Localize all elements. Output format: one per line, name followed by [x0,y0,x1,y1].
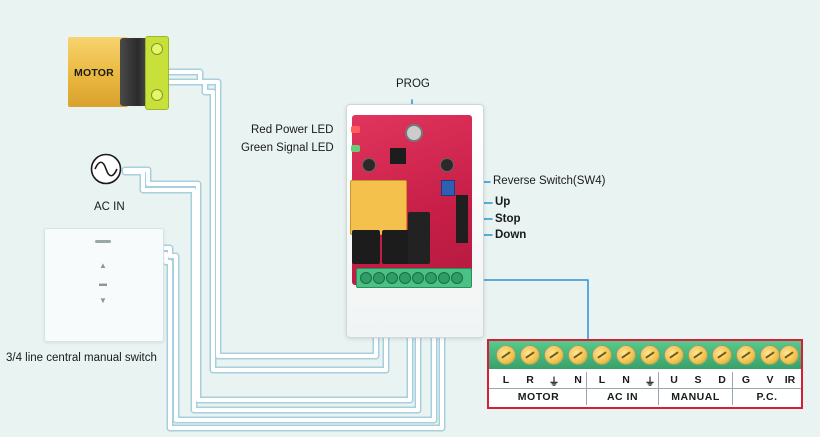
terminal-screw [712,345,732,365]
ground-pin-label: ⏚ [548,376,560,388]
pin-label: IR [784,374,796,386]
terminal-screw-base [489,341,801,369]
reverse-switch-label: Reverse Switch(SW4) [493,175,606,187]
ac-source-icon [90,153,122,185]
terminal-screw [779,345,799,365]
controller-chip [390,148,406,164]
ac-in-label: AC IN [94,201,125,213]
ac-in-group-label: AC IN [606,391,639,403]
motor-group-label: MOTOR [517,391,560,403]
switch-indicator [95,240,111,243]
relay [382,230,410,264]
prog-label: PROG [396,78,430,90]
motor-body [68,37,128,107]
stop-label: Stop [495,213,521,225]
motor-gear [145,36,169,110]
terminal-screw [760,345,780,365]
terminal-screw [568,345,588,365]
green-signal-led-label: Green Signal LED [241,142,334,154]
red-power-led [351,126,360,133]
capacitor [440,158,454,172]
pin-label: G [741,374,751,386]
capacitor [362,158,376,172]
reverse-switch [441,180,455,196]
red-power-led-label: Red Power LED [251,124,334,136]
terminal-screw [688,345,708,365]
green-signal-led [351,145,360,152]
board-terminal-strip [356,268,472,288]
up-label: Up [495,196,511,208]
terminal-screw [640,345,660,365]
terminal-screw [664,345,684,365]
group-divider [658,372,659,405]
down-label: Down [495,229,527,241]
pin-label: N [622,374,630,386]
pin-label: U [670,374,678,386]
terminal-screw [496,345,516,365]
pin-label: L [502,374,510,386]
pin-label: L [598,374,606,386]
terminal-divider [489,388,801,389]
wall-switch-label: 3/4 line central manual switch [6,352,157,364]
stop-key-icon: ▬ [99,279,107,288]
pin-label: V [766,374,774,386]
manual-group-label: MANUAL [671,391,720,403]
group-divider [586,372,587,405]
motor-label: MOTOR [74,67,114,79]
relay [352,230,380,264]
pin-label: N [574,374,582,386]
relay [408,212,430,264]
pin-label: D [718,374,726,386]
down-key-icon: ▼ [99,296,107,305]
terminal-screw [616,345,636,365]
terminal-screw [736,345,756,365]
ground-pin-label: ⏚ [644,376,656,388]
terminal-screw [520,345,540,365]
terminal-screw [544,345,564,365]
pin-label: S [694,374,702,386]
prog-button [405,124,423,142]
pin-label: R [526,374,534,386]
up-key-icon: ▲ [99,261,107,270]
transformer [350,180,407,235]
group-divider [732,372,733,405]
up-stop-down-buttons [456,195,468,243]
wall-switch-panel: ▲ ▬ ▼ [44,228,164,342]
terminal-screw [592,345,612,365]
pc-group-label: P.C. [756,391,778,403]
